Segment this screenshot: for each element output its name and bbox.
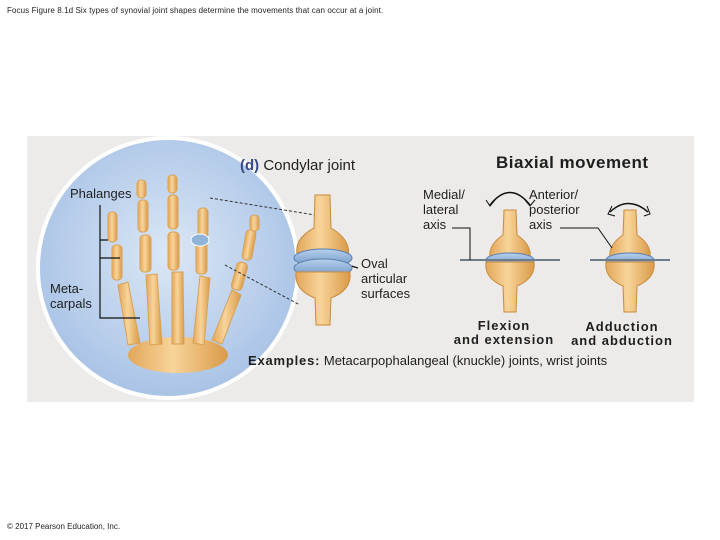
label-flexion-extension: Flexion and extension (450, 319, 558, 347)
examples-label: Examples: (248, 353, 321, 368)
joint-flexion-extension (452, 191, 560, 313)
condylar-joint-model (293, 194, 353, 326)
movement-heading: Biaxial movement (496, 153, 649, 172)
part-title-text: Condylar joint (263, 157, 356, 174)
label-metacarpals-line2: carpals (50, 296, 92, 311)
label-flexion-line1: Flexion (477, 318, 531, 333)
label-oval-line1: Oval (361, 256, 388, 271)
examples-line: Examples: Metacarpophalangeal (knuckle) … (248, 353, 607, 368)
label-oval-line2: articular (361, 271, 408, 286)
label-oval-surfaces: Oval articular surfaces (361, 256, 410, 301)
label-anterior-line2: posterior (529, 202, 580, 217)
label-medial-axis: Medial/ lateral axis (423, 187, 465, 232)
label-medial-line3: axis (423, 217, 447, 232)
label-adduction-abduction: Adduction and abduction (566, 320, 678, 348)
label-medial-line2: lateral (423, 202, 459, 217)
label-metacarpals: Meta- carpals (50, 281, 92, 311)
label-adduction-line1: Adduction (585, 319, 659, 334)
label-oval-line3: surfaces (361, 286, 411, 301)
label-anterior-line3: axis (529, 217, 553, 232)
copyright: © 2017 Pearson Education, Inc. (7, 522, 121, 531)
examples-text: Metacarpophalangeal (knuckle) joints, wr… (323, 353, 608, 368)
part-tag: (d) (240, 157, 260, 174)
label-anterior-axis: Anterior/ posterior axis (529, 187, 580, 232)
label-metacarpals-line1: Meta- (50, 281, 84, 296)
label-medial-line1: Medial/ (423, 187, 465, 202)
label-flexion-line2: and extension (453, 332, 555, 347)
slide-title: Focus Figure 8.1d Six types of synovial … (7, 6, 384, 15)
joint-adduction-abduction (560, 202, 670, 313)
hand-illustration (36, 136, 300, 400)
label-adduction-line2: and abduction (571, 333, 673, 348)
part-title: (d) Condylar joint (240, 157, 355, 174)
label-phalanges: Phalanges (70, 186, 132, 201)
label-anterior-line1: Anterior/ (529, 187, 579, 202)
zoom-lines (209, 197, 316, 306)
